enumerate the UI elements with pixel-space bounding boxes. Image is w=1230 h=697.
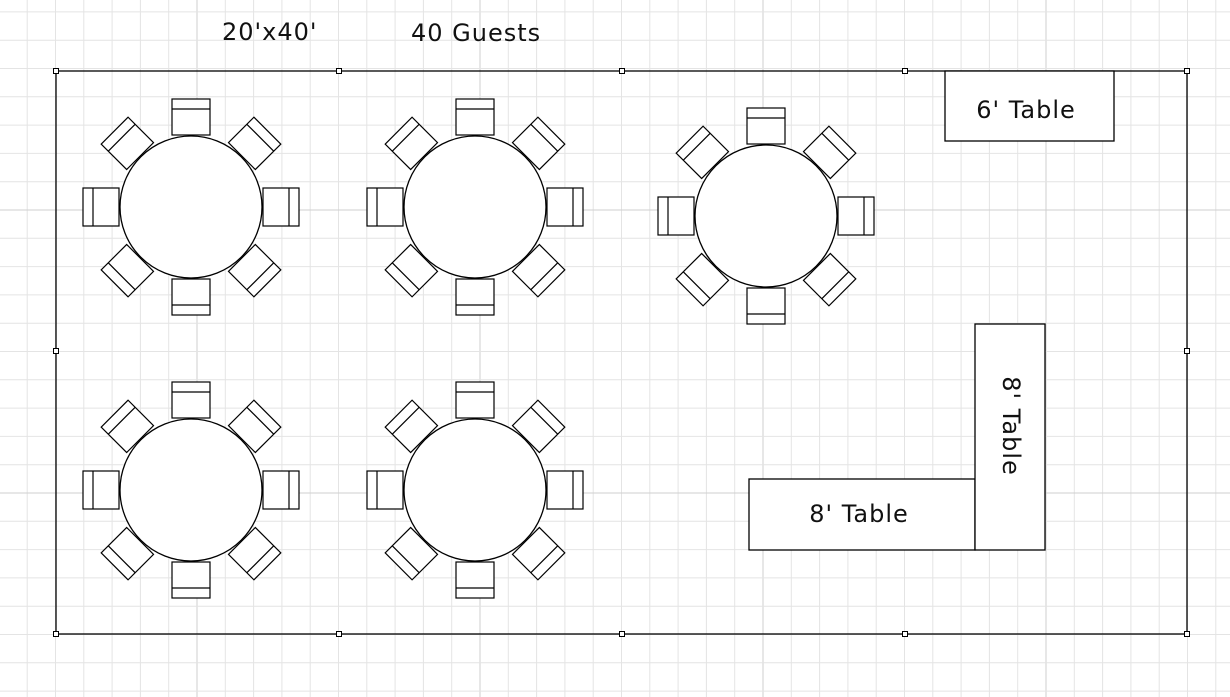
chair[interactable] [227,399,282,454]
chair[interactable] [837,196,875,236]
chair[interactable] [746,287,786,325]
guest-count: 40 Guests [411,19,541,47]
chair[interactable] [100,116,155,171]
chair[interactable] [100,399,155,454]
round-table[interactable] [366,98,584,316]
tent-dimensions: 20'x40' [222,18,317,46]
round-table[interactable] [657,107,875,325]
chair[interactable] [227,526,282,581]
table-top [694,144,838,288]
rect-table-label: 8' Table [997,376,1025,476]
rect-table-label: 8' Table [809,500,909,528]
chair[interactable] [455,98,495,136]
chair[interactable] [171,561,211,599]
tent-pole [336,631,342,637]
tent-pole [53,631,59,637]
tent-pole [619,68,625,74]
chair[interactable] [100,526,155,581]
chair[interactable] [675,125,730,180]
chair[interactable] [546,187,584,227]
tent-pole [53,348,59,354]
tent-outline [53,68,1190,637]
chair[interactable] [802,125,857,180]
tent-pole [1184,631,1190,637]
table-top [119,135,263,279]
rect-table-label: 6' Table [976,96,1076,124]
chair[interactable] [82,470,120,510]
chair[interactable] [802,252,857,307]
round-table[interactable] [82,381,300,599]
tent-pole [902,68,908,74]
chair[interactable] [384,526,439,581]
chair[interactable] [227,116,282,171]
chair[interactable] [546,470,584,510]
chair[interactable] [262,187,300,227]
round-table[interactable] [366,381,584,599]
chair[interactable] [511,399,566,454]
chair[interactable] [511,116,566,171]
chair[interactable] [262,470,300,510]
chair[interactable] [171,278,211,316]
chair[interactable] [384,399,439,454]
rect-table-8ft-horizontal[interactable]: 8' Table [748,478,976,551]
table-top [403,418,547,562]
tent-pole [902,631,908,637]
chair[interactable] [511,526,566,581]
tent-pole [1184,68,1190,74]
table-top [119,418,263,562]
chair[interactable] [455,561,495,599]
chair[interactable] [384,243,439,298]
rect-table-8ft-vertical[interactable]: 8' Table [974,323,1046,551]
table-top [403,135,547,279]
chair[interactable] [511,243,566,298]
rect-tables: 6' Table 8' Table 8' Table [748,70,1115,551]
chair[interactable] [746,107,786,145]
chair[interactable] [455,278,495,316]
chair[interactable] [366,470,404,510]
chair[interactable] [384,116,439,171]
chair[interactable] [82,187,120,227]
tent-pole [53,68,59,74]
tent-pole [336,68,342,74]
chair[interactable] [455,381,495,419]
chair[interactable] [366,187,404,227]
rect-table-6ft[interactable]: 6' Table [944,70,1115,142]
chair[interactable] [100,243,155,298]
tent-pole [619,631,625,637]
tent-pole [1184,348,1190,354]
chair[interactable] [657,196,695,236]
chair[interactable] [675,252,730,307]
chair[interactable] [171,98,211,136]
round-table[interactable] [82,98,300,316]
chair[interactable] [171,381,211,419]
chair[interactable] [227,243,282,298]
round-tables [82,98,875,599]
